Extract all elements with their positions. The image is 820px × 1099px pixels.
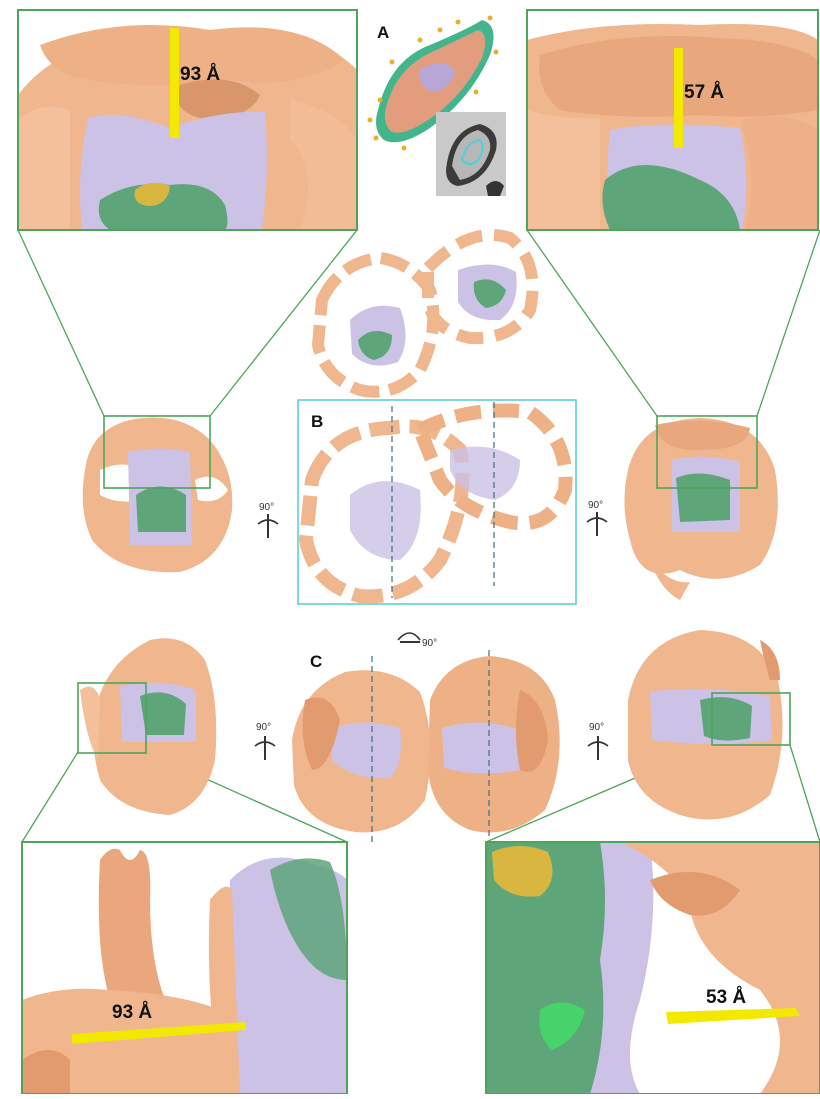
- rotation-label-c-top: 90°: [422, 638, 437, 649]
- complex-c-left-view: [78, 638, 216, 815]
- measurement-bottom-left: 93 Å: [112, 1002, 152, 1023]
- complex-top-view: [318, 235, 533, 392]
- zoom-panel-bottom-right: 53 Å: [486, 842, 820, 1094]
- panel-label-c: C: [310, 652, 322, 671]
- measurement-bottom-right: 53 Å: [706, 987, 746, 1008]
- rotation-icon-c-left: 90°: [255, 722, 275, 760]
- complex-c-right-view: [628, 630, 790, 820]
- panel-b-complex: [298, 400, 576, 604]
- measurement-top-left: 93 Å: [180, 64, 220, 85]
- panel-a-tomogram-inset: [436, 112, 506, 196]
- panel-label-a: A: [377, 23, 389, 42]
- rotation-label-c-left: 90°: [256, 722, 271, 733]
- zoom-panel-bottom-left: 93 Å: [22, 842, 347, 1094]
- rotation-label-b-right: 90°: [588, 500, 603, 511]
- rotation-icon-b-left: 90°: [258, 502, 278, 538]
- zoom-panel-top-left: 93 Å: [18, 10, 357, 230]
- rotation-icon-c-top: 90°: [398, 633, 437, 649]
- complex-right-view: [624, 416, 777, 600]
- zoom-panel-top-right: 57 Å: [527, 10, 818, 230]
- complex-left-view: [83, 416, 233, 572]
- rotation-icon-c-right: 90°: [588, 722, 608, 760]
- complex-c-center-pair: [292, 650, 560, 842]
- rotation-label-c-right: 90°: [589, 722, 604, 733]
- panel-label-b: B: [311, 412, 323, 431]
- rotation-label-b-left: 90°: [259, 502, 274, 513]
- measurement-top-right: 57 Å: [684, 82, 724, 103]
- rotation-icon-b-right: 90°: [587, 500, 607, 536]
